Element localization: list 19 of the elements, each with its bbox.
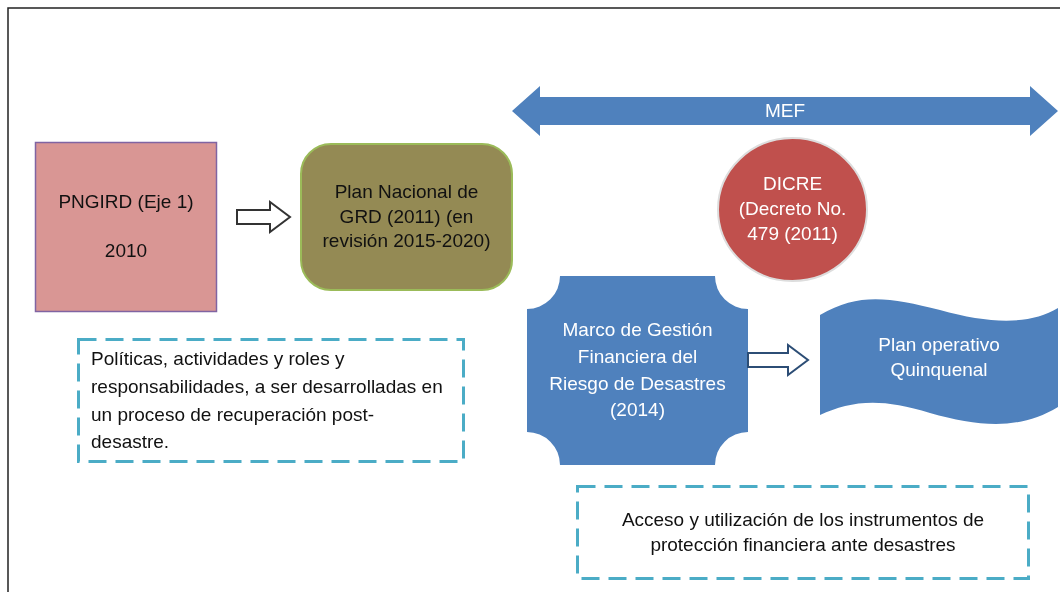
- node-label: Plan Nacional de GRD (2011) (en revisión 2015-2020): [321, 179, 492, 254]
- rounded-box: [300, 143, 513, 291]
- note-box: [77, 338, 465, 463]
- node-label: Plan operativo Quinquenal: [877, 332, 1001, 382]
- node-label: PNGIRD (Eje 1): [58, 190, 194, 215]
- node-label: 2010: [104, 239, 148, 263]
- plaque-box: [527, 276, 748, 465]
- node-label: DICRE (Decreto No. 479 (2011): [737, 172, 848, 246]
- node-label: Acceso y utilización de los instrumentos de protección financiera ante desastres: [620, 507, 986, 557]
- note-box: [576, 485, 1030, 580]
- node-label: Políticas, actividades y roles y responsabilidades, a ser desarrolladas en un proceso de recuperación post-desastre.: [91, 347, 444, 455]
- node-label: MEF: [764, 98, 806, 123]
- double-arrow-band: [512, 86, 1058, 136]
- ellipse-node: [717, 137, 868, 282]
- process-box: [35, 142, 217, 312]
- block-arrow: [747, 343, 810, 377]
- wave-banner: [820, 300, 1058, 425]
- block-arrow: [236, 200, 292, 234]
- node-label: Marco de Gestión Financiera del Riesgo de Desastres (2014): [548, 318, 727, 423]
